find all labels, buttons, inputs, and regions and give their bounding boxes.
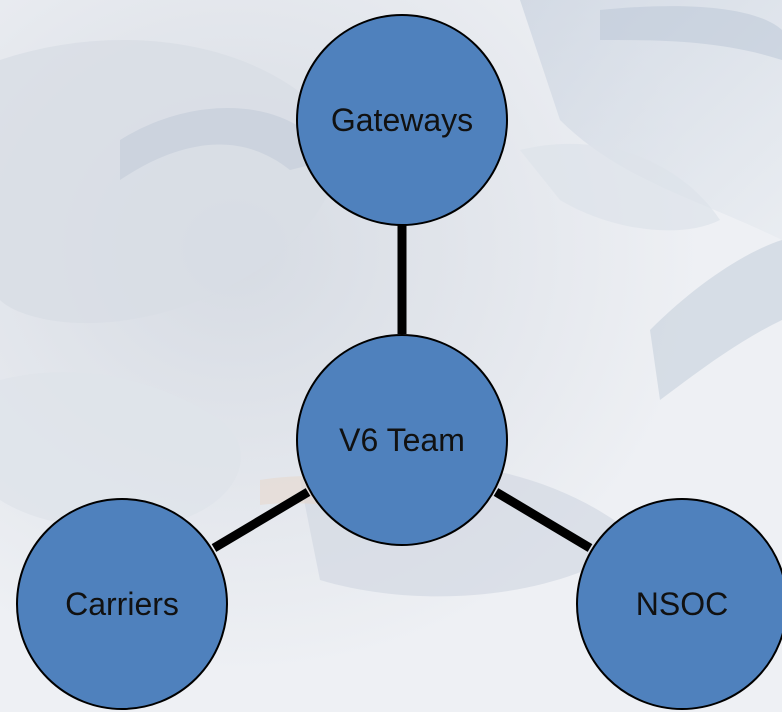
node-carriers-label: Carriers bbox=[65, 586, 179, 622]
node-center-label: V6 Team bbox=[339, 422, 465, 458]
node-center: V6 Team bbox=[296, 334, 508, 546]
connector-carriers bbox=[211, 488, 311, 552]
connector-nsoc bbox=[493, 488, 593, 552]
node-gateways-label: Gateways bbox=[331, 102, 473, 138]
node-nsoc-label: NSOC bbox=[636, 586, 728, 622]
node-gateways: Gateways bbox=[296, 14, 508, 226]
node-carriers: Carriers bbox=[16, 498, 228, 710]
node-nsoc: NSOC bbox=[576, 498, 782, 710]
